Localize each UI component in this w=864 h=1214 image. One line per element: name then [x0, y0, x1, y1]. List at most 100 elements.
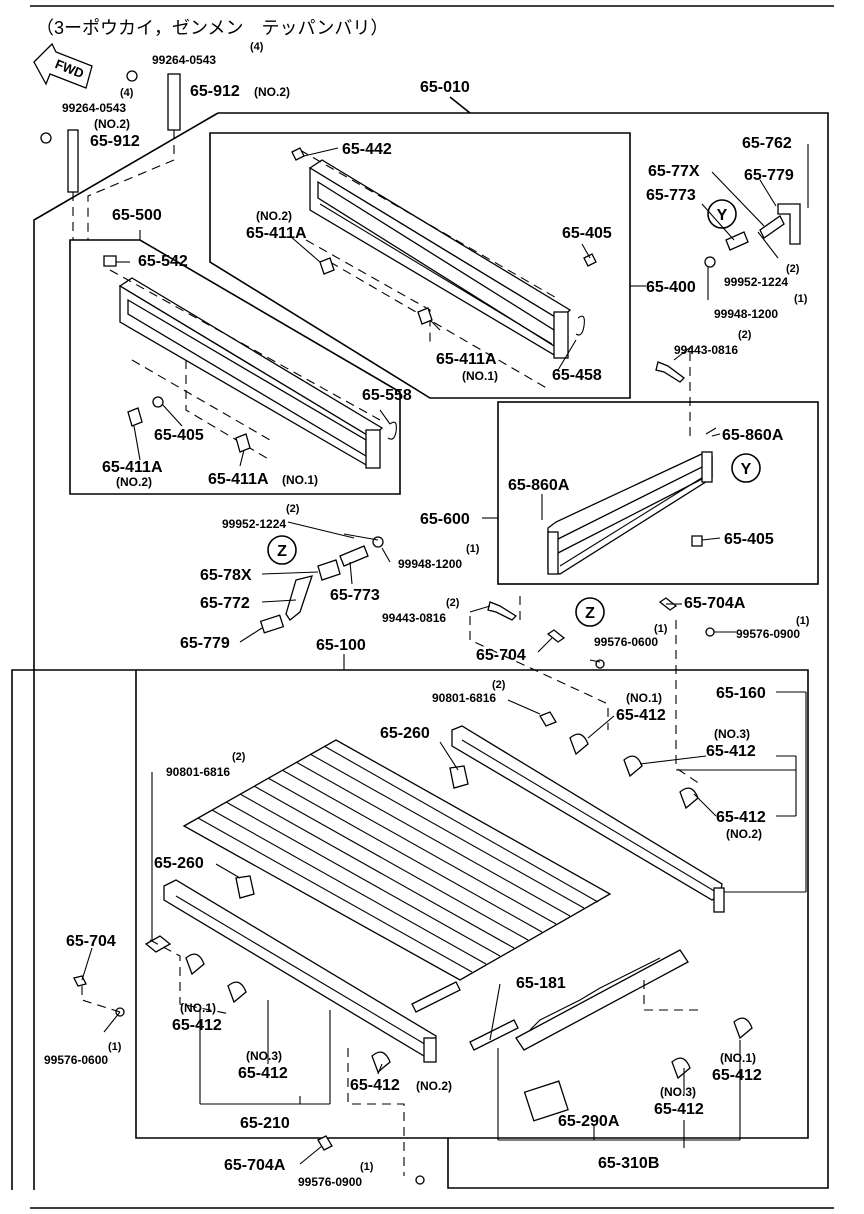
callout-part-number: 65-412 — [238, 1065, 288, 1082]
fwd-arrow-icon: FWD — [33, 42, 93, 89]
side-gate-65-500 — [109, 269, 384, 469]
callout-part-number: 65-912 — [90, 133, 140, 150]
callout-part-number: 99264-0543 — [62, 101, 126, 115]
strip-65-181 — [411, 981, 461, 1013]
callout-part-number: 65-558 — [362, 387, 412, 404]
strip-65-912 — [67, 129, 79, 193]
callout-qty: (1) — [108, 1041, 122, 1053]
callout-part-number: 65-100 — [316, 637, 366, 654]
clip-icon — [319, 257, 335, 275]
callout-note: (NO.1) — [626, 691, 662, 705]
callout-part-number: 65-704 — [476, 647, 526, 664]
lever-65-77X — [759, 215, 785, 239]
hook-icon — [575, 315, 585, 336]
bolt-icon — [539, 711, 557, 727]
callout-part-number: 65-412 — [616, 707, 666, 724]
detail-marker-label: Y — [717, 207, 728, 224]
callout-part-number: 99264-0543 — [152, 53, 216, 67]
assembly-outline-left — [33, 112, 219, 1190]
bracket-65-260 — [449, 765, 469, 789]
callout-qty: (2) — [738, 329, 752, 341]
panel-65-400-box — [209, 132, 631, 399]
strip-65-181 — [469, 1019, 519, 1051]
callout-part-number: 65-412 — [654, 1101, 704, 1118]
callout-qty: (1) — [794, 293, 808, 305]
callout-part-number: 65-860A — [722, 427, 784, 444]
nut-icon — [705, 627, 715, 637]
callout-part-number: 65-78X — [200, 567, 252, 584]
callout-part-number: 65-400 — [646, 279, 696, 296]
strip-65-912 — [167, 73, 181, 131]
bolt-icon — [546, 629, 566, 643]
callout-part-number: 65-412 — [172, 1017, 222, 1034]
clip-icon — [417, 307, 433, 325]
assembly-65-310B — [515, 949, 689, 1122]
floor-deck-65-100 — [182, 739, 612, 981]
callout-part-number: 65-411A — [208, 471, 269, 488]
callout-part-number: 99948-1200 — [398, 557, 462, 571]
rod-65-772 — [285, 575, 313, 621]
bolt-icon — [73, 975, 87, 987]
callout-qty: (1) — [360, 1161, 374, 1173]
handle-65-779 — [777, 203, 801, 245]
clip-icon — [185, 953, 205, 976]
clip-icon — [569, 733, 589, 756]
callout-part-number: 65-704 — [66, 933, 116, 950]
callout-qty: (2) — [786, 263, 800, 275]
callout-part-number: 65-412 — [350, 1077, 400, 1094]
detail-marker-z — [267, 535, 297, 565]
callout-part-number: 65-160 — [716, 685, 766, 702]
clip-icon — [291, 147, 305, 161]
pin-icon — [705, 427, 717, 435]
rear-gate-65-600 — [547, 451, 713, 575]
callout-part-number: 65-773 — [646, 187, 696, 204]
callout-note: (NO.1) — [462, 369, 498, 383]
callout-part-number: 99576-0900 — [736, 627, 800, 641]
callout-part-number: 90801-6816 — [166, 765, 230, 779]
callout-note: (NO.1) — [282, 473, 318, 487]
callout-part-number: 99576-0600 — [44, 1053, 108, 1067]
callout-part-number: 65-773 — [330, 587, 380, 604]
spring-65-773 — [339, 545, 369, 567]
detail-marker-z — [575, 597, 605, 627]
callout-note: (NO.1) — [180, 1001, 216, 1015]
bolt-icon — [126, 70, 138, 82]
front-sill-65-210 — [163, 879, 437, 1063]
callout-part-number: 65-542 — [138, 253, 188, 270]
washer-icon — [372, 536, 384, 548]
callout-part-number: 65-310B — [598, 1155, 659, 1172]
callout-part-number: 65-412 — [712, 1067, 762, 1084]
callout-qty: (4) — [250, 41, 264, 53]
callout-part-number: 65-405 — [154, 427, 204, 444]
callout-part-number: 99576-0600 — [594, 635, 658, 649]
detail-marker-y — [731, 453, 761, 483]
callout-part-number: 99576-0900 — [298, 1175, 362, 1189]
callout-qty: (1) — [654, 623, 668, 635]
callout-part-number: 65-412 — [716, 809, 766, 826]
callout-qty: (2) — [446, 597, 460, 609]
callout-note: (NO.2) — [256, 209, 292, 223]
rear-sill-65-160 — [451, 725, 725, 913]
lever-65-78X — [317, 559, 341, 581]
callout-note: (NO.2) — [116, 475, 152, 489]
clip-icon — [127, 407, 143, 427]
detail-marker-label: Z — [585, 605, 595, 622]
callout-part-number: 65-405 — [724, 531, 774, 548]
callout-part-number: 65-412 — [706, 743, 756, 760]
callout-part-number: 65-762 — [742, 135, 792, 152]
panel-65-600-box — [497, 401, 819, 585]
callout-part-number: 99952-1224 — [222, 517, 286, 531]
clip-icon — [235, 433, 251, 453]
washer-icon — [704, 256, 716, 268]
callout-part-number: 65-442 — [342, 141, 392, 158]
callout-part-number: 99443-0816 — [382, 611, 446, 625]
detail-marker-y — [707, 199, 737, 229]
handle-65-779 — [259, 614, 285, 634]
nut-icon — [415, 1175, 425, 1185]
floor-65-100-box — [136, 669, 809, 1139]
callout-qty: (1) — [796, 615, 810, 627]
callout-note: (NO.2) — [726, 827, 762, 841]
callout-part-number: 99952-1224 — [724, 275, 788, 289]
callout-note: (NO.2) — [416, 1079, 452, 1093]
callout-part-number: 90801-6816 — [432, 691, 496, 705]
